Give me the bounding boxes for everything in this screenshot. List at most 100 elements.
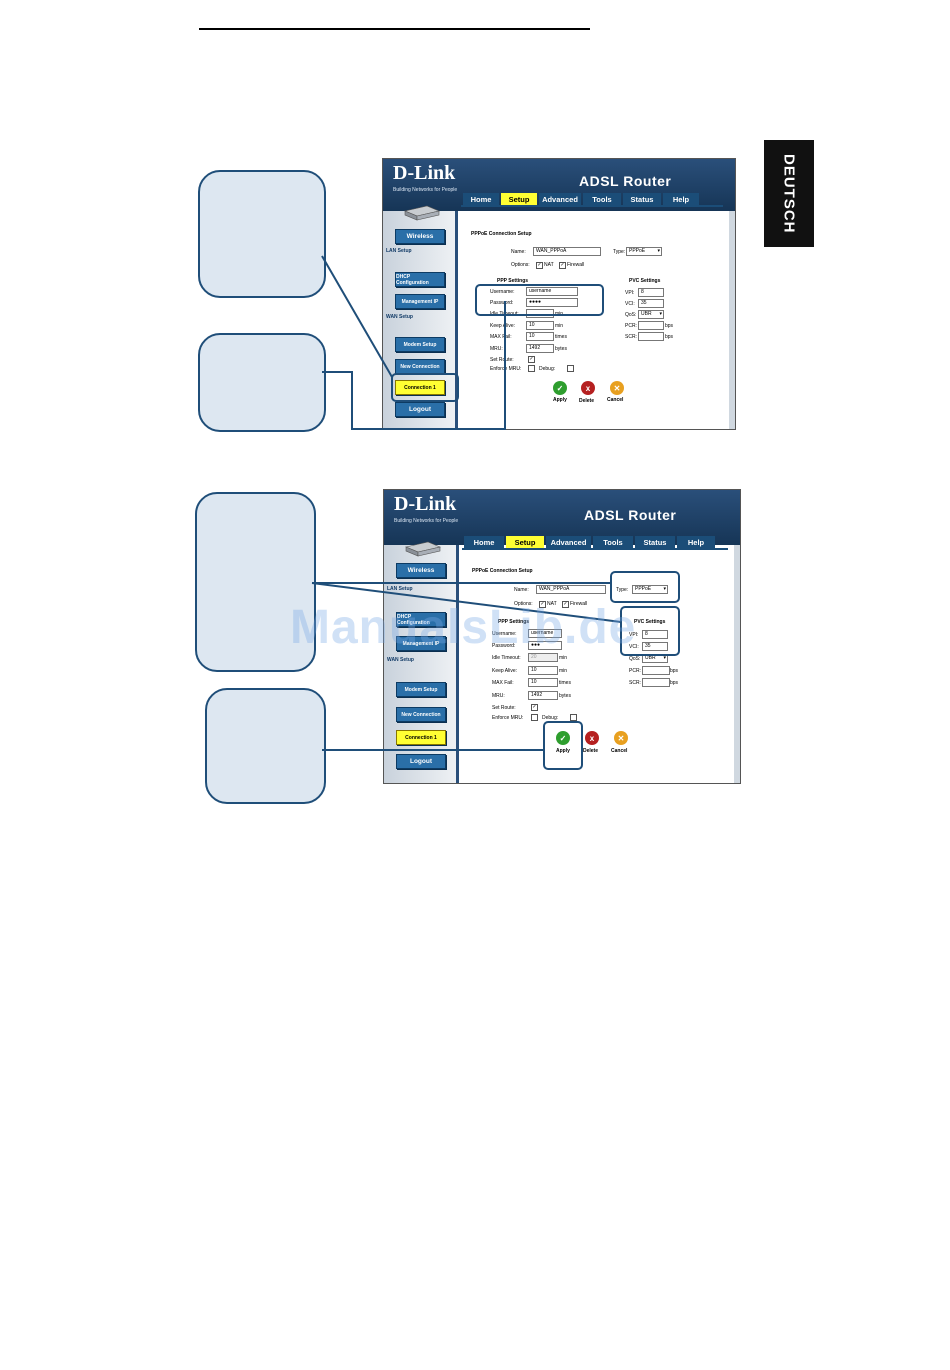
pcr-input[interactable]	[638, 321, 664, 330]
vpi-input[interactable]: 8	[638, 288, 664, 297]
set-route-checkbox[interactable]: ✓	[528, 356, 535, 363]
idle-timeout-label: Idle Timeout:	[490, 311, 519, 317]
apply-label[interactable]: Apply	[556, 748, 570, 754]
set-route-label: Set Route:	[490, 357, 514, 363]
sidebar-wireless-button[interactable]: Wireless	[395, 229, 445, 244]
cancel-label[interactable]: Cancel	[611, 748, 628, 754]
qos-select[interactable]: UBR	[642, 654, 668, 663]
maxfail-label: MAX Fail:	[490, 334, 512, 340]
tab-status[interactable]: Status	[635, 536, 675, 548]
firewall-checkbox[interactable]: ✓	[559, 262, 566, 269]
sidebar-management-ip-button[interactable]: Management IP	[396, 636, 446, 651]
sidebar-modem-setup-button[interactable]: Modem Setup	[396, 682, 446, 697]
keepalive-input[interactable]: 10	[526, 321, 554, 330]
password-label: Password:	[490, 300, 514, 306]
set-route-checkbox[interactable]: ✓	[531, 704, 538, 711]
set-route-label: Set Route:	[492, 705, 516, 711]
debug-checkbox[interactable]	[567, 365, 574, 372]
password-label: Password:	[492, 643, 516, 649]
mru-label: MRU:	[492, 693, 505, 699]
cancel-icon[interactable]: ✕	[614, 731, 628, 745]
sidebar-connection-1-button[interactable]: Connection 1	[396, 730, 446, 745]
debug-checkbox[interactable]	[570, 714, 577, 721]
form-title: PPPoE Connection Setup	[471, 231, 532, 237]
qos-label: QoS:	[625, 312, 637, 318]
enforce-mru-checkbox[interactable]	[531, 714, 538, 721]
delete-icon[interactable]: x	[581, 381, 595, 395]
sidebar-new-connection-button[interactable]: New Connection	[395, 359, 445, 374]
pcr-input[interactable]	[642, 666, 670, 675]
tab-setup[interactable]: Setup	[506, 536, 544, 548]
nat-checkbox[interactable]: ✓	[536, 262, 543, 269]
name-input[interactable]: WAN_PPPoA	[533, 247, 601, 256]
scr-input[interactable]	[638, 332, 664, 341]
maxfail-input[interactable]: 10	[528, 678, 558, 687]
scr-label: SCR:	[625, 334, 637, 340]
sidebar-management-ip-button[interactable]: Management IP	[395, 294, 445, 309]
dlink-logo: D-Link	[393, 162, 456, 184]
tab-tools[interactable]: Tools	[583, 193, 621, 205]
sidebar-wireless-button[interactable]: Wireless	[396, 563, 446, 578]
maxfail-unit: times	[555, 334, 567, 340]
callout-box-1	[198, 170, 326, 298]
type-select[interactable]: PPPoE	[626, 247, 662, 256]
delete-label[interactable]: Delete	[583, 748, 599, 754]
vci-input[interactable]: 35	[638, 299, 664, 308]
router-icon	[404, 205, 440, 221]
mru-input[interactable]: 1492	[528, 691, 558, 700]
mru-unit: bytes	[555, 346, 567, 352]
name-input[interactable]: WAN_PPPoA	[536, 585, 606, 594]
sidebar-new-connection-button[interactable]: New Connection	[396, 707, 446, 722]
idle-timeout-input[interactable]: 20	[528, 653, 558, 662]
cancel-label[interactable]: Cancel	[607, 397, 624, 403]
tab-advanced[interactable]: Advanced	[546, 536, 591, 548]
vci-input[interactable]: 35	[642, 642, 668, 651]
top-rule	[199, 28, 590, 30]
tab-help[interactable]: Help	[663, 193, 699, 205]
sidebar-dhcp-button[interactable]: DHCP Configuration	[395, 272, 445, 287]
apply-label[interactable]: Apply	[553, 397, 567, 403]
tab-advanced[interactable]: Advanced	[539, 193, 581, 205]
qos-select[interactable]: UBR	[638, 310, 664, 319]
apply-icon[interactable]: ✓	[556, 731, 570, 745]
delete-icon[interactable]: x	[585, 731, 599, 745]
sidebar-logout-button[interactable]: Logout	[396, 754, 446, 769]
tab-setup[interactable]: Setup	[501, 193, 537, 205]
tab-help[interactable]: Help	[677, 536, 715, 548]
tab-status[interactable]: Status	[623, 193, 661, 205]
callout-box-4	[205, 688, 326, 804]
tab-tools[interactable]: Tools	[593, 536, 633, 548]
idle-timeout-input[interactable]	[526, 309, 554, 318]
right-border	[734, 545, 740, 783]
password-input[interactable]: ●●●	[528, 641, 562, 650]
sidebar-wan-setup-label: WAN Setup	[387, 657, 414, 663]
vpi-input[interactable]: 8	[642, 630, 668, 639]
username-label: Username:	[490, 289, 515, 295]
sidebar-modem-setup-button[interactable]: Modem Setup	[395, 337, 445, 352]
enforce-mru-label: Enforce MRU:	[492, 715, 524, 721]
apply-icon[interactable]: ✓	[553, 381, 567, 395]
language-tab: DEUTSCH	[764, 140, 814, 247]
mru-input[interactable]: 1492	[526, 344, 554, 353]
name-label: Name:	[511, 249, 526, 255]
scr-input[interactable]	[642, 678, 670, 687]
keepalive-unit: min	[555, 323, 564, 329]
name-label: Name:	[514, 587, 529, 593]
cancel-icon[interactable]: ✕	[610, 381, 624, 395]
enforce-mru-checkbox[interactable]	[528, 365, 535, 372]
tab-home[interactable]: Home	[463, 193, 499, 205]
delete-label[interactable]: Delete	[579, 398, 595, 404]
maxfail-input[interactable]: 10	[526, 332, 554, 341]
password-input[interactable]: ●●●●	[526, 298, 578, 307]
type-select[interactable]: PPPoE	[632, 585, 668, 594]
sidebar-connection-1-button[interactable]: Connection 1	[395, 380, 445, 395]
username-input[interactable]: username	[528, 629, 562, 638]
keepalive-input[interactable]: 10	[528, 666, 558, 675]
sidebar-logout-button[interactable]: Logout	[395, 402, 445, 417]
tab-home[interactable]: Home	[464, 536, 504, 548]
callout-box-2	[198, 333, 326, 432]
dlink-logo: D-Link	[394, 493, 457, 515]
username-input[interactable]: username	[526, 287, 578, 296]
tab-underline	[461, 205, 723, 207]
keepalive-label: Keep Alive:	[490, 323, 516, 329]
